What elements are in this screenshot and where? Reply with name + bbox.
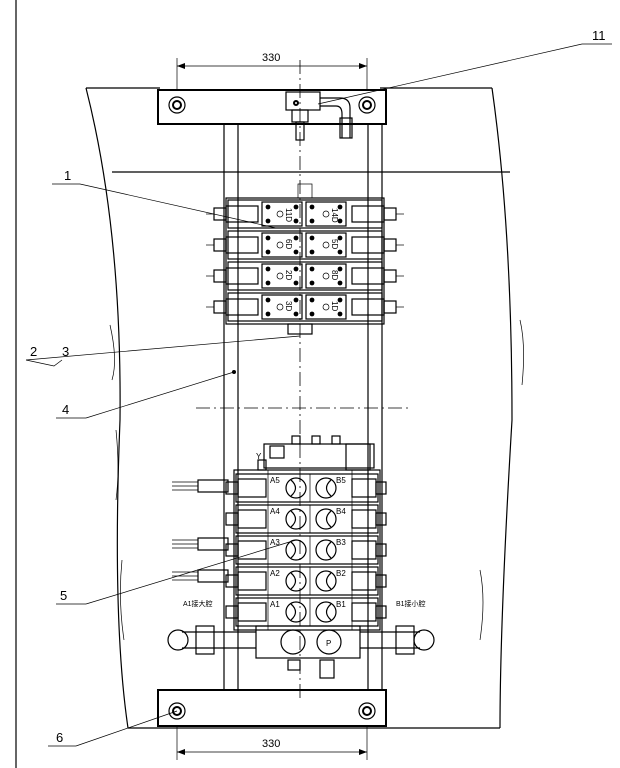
valve-section: A3 B3 — [225, 535, 387, 565]
valve-section: A5 B5 — [225, 473, 387, 503]
port-p-label: P — [326, 639, 331, 648]
callout-1: 1 — [64, 168, 71, 183]
callout-11: 11 — [592, 28, 606, 43]
callout-5: 5 — [60, 588, 67, 603]
callout-4: 4 — [62, 402, 69, 417]
port-label: B4 — [336, 507, 346, 516]
top-dimension: 330 — [176, 52, 368, 90]
left-cable-glands — [172, 479, 229, 583]
port-label: A4 — [270, 507, 280, 516]
bottom-mounting-plate — [157, 689, 387, 727]
solenoid-label: 1D — [330, 301, 339, 311]
top-fitting-assembly — [285, 91, 353, 141]
pressure-manifold: P — [167, 625, 435, 679]
top-mounting-plate — [157, 89, 387, 125]
top-dimension-text: 330 — [262, 52, 280, 64]
solenoid-label: 6D — [284, 239, 293, 249]
port-label: B5 — [336, 476, 346, 485]
b1-note: B1接小腔 — [396, 599, 426, 608]
callouts: 1 2 3 4 5 6 11 — [25, 28, 612, 747]
port-y-label: Y — [256, 452, 262, 461]
solenoid-row: 2D 8D — [206, 261, 404, 291]
valve-section: A2 B2 — [225, 566, 387, 596]
valve-section: A4 B4 — [225, 504, 387, 534]
solenoid-label: 3D — [284, 301, 293, 311]
port-label: B3 — [336, 538, 346, 547]
port-label: A3 — [270, 538, 280, 547]
solenoid-row: 6D 5D — [206, 230, 404, 260]
solenoid-label: 5D — [330, 239, 339, 249]
port-label: A1 — [270, 600, 280, 609]
port-notes: A1接大腔 B1接小腔 — [183, 599, 426, 608]
valve-section: A1 B1 — [225, 597, 387, 627]
bottom-dimension-text: 330 — [262, 738, 280, 750]
solenoid-label: 11D — [284, 208, 293, 222]
solenoid-label: 8D — [330, 270, 339, 280]
port-label: A5 — [270, 476, 280, 485]
solenoid-row: 3D 1D — [206, 292, 404, 322]
port-label: A2 — [270, 569, 280, 578]
frame-outline — [15, 0, 524, 768]
bottom-dimension: 330 — [176, 726, 368, 760]
solenoid-rows: 11D 14D 6D 5D 2D 8D 3D 1D — [206, 199, 404, 322]
solenoid-row: 11D 14D — [206, 199, 404, 229]
callout-2: 2 — [30, 344, 37, 359]
a1-note: A1接大腔 — [183, 599, 213, 608]
callout-6: 6 — [56, 730, 63, 745]
callout-3: 3 — [62, 344, 69, 359]
port-label: B1 — [336, 600, 346, 609]
port-label: B2 — [336, 569, 346, 578]
solenoid-label: 2D — [284, 270, 293, 280]
solenoid-valve-stack — [225, 183, 385, 335]
solenoid-label: 14D — [330, 208, 339, 223]
